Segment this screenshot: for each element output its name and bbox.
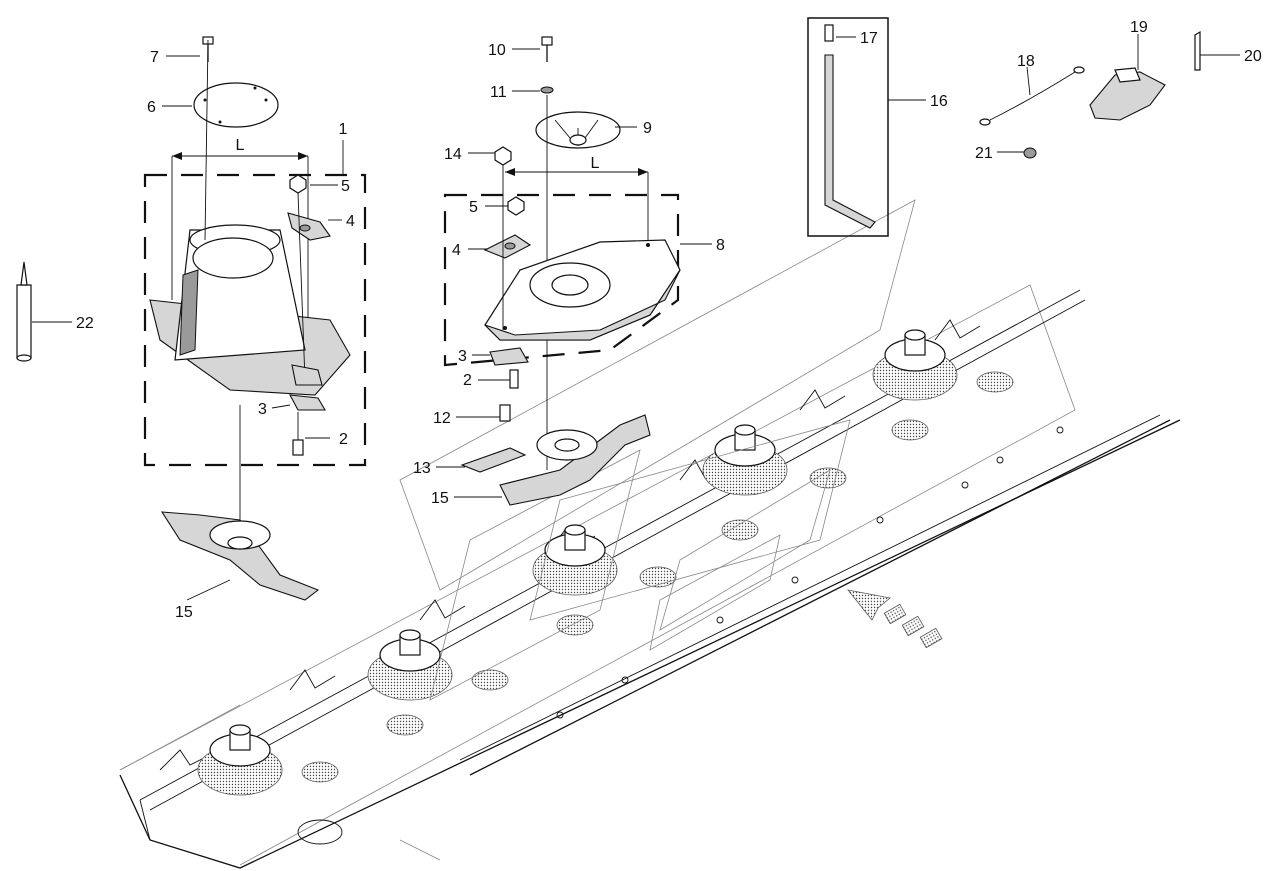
part-4-clip-left bbox=[287, 212, 331, 241]
disc-1 bbox=[872, 329, 958, 401]
part-10-bolt bbox=[541, 36, 553, 62]
part-13-blade bbox=[460, 447, 527, 473]
callout-20: 20 bbox=[1244, 48, 1262, 65]
cutter-bar bbox=[119, 284, 1181, 869]
callout-15-right: 15 bbox=[431, 490, 449, 507]
part-9-hub-cap bbox=[535, 111, 621, 149]
assembly-1-frame bbox=[143, 173, 367, 467]
part-2-bolt-left bbox=[292, 412, 304, 456]
callout-2-left: 2 bbox=[339, 431, 348, 448]
assembly-8-frame bbox=[443, 193, 680, 367]
callout-12: 12 bbox=[433, 410, 451, 427]
disc-2 bbox=[702, 424, 788, 496]
callout-1: 1 bbox=[339, 121, 348, 138]
part-12-bolt bbox=[499, 404, 511, 422]
part-2-bolt-right bbox=[509, 369, 519, 389]
callout-5-left: 5 bbox=[341, 178, 350, 195]
part-6-cover-plate bbox=[193, 82, 279, 128]
dimension-label-left: L bbox=[236, 137, 245, 154]
callout-3-left: 3 bbox=[258, 401, 267, 418]
part-15-blade-holder-right bbox=[499, 414, 651, 506]
callout-17: 17 bbox=[860, 30, 878, 47]
watermark-shapes bbox=[399, 199, 916, 701]
disc-3 bbox=[532, 524, 618, 596]
callout-22: 22 bbox=[76, 315, 94, 332]
callout-6: 6 bbox=[147, 99, 156, 116]
part-4-clip-right bbox=[483, 234, 532, 259]
disc-4 bbox=[367, 629, 453, 701]
callout-11: 11 bbox=[490, 84, 507, 101]
part-11-washer bbox=[540, 86, 554, 94]
cutter-discs bbox=[197, 329, 1014, 845]
part-18-cable bbox=[979, 66, 1085, 126]
part-5-nut-left bbox=[289, 174, 307, 381]
callout-5-right: 5 bbox=[469, 199, 478, 216]
callout-4-right: 4 bbox=[452, 242, 461, 259]
part-5-nut-right bbox=[507, 196, 525, 216]
part-19-bracket bbox=[1089, 67, 1166, 121]
part-21-clip bbox=[1023, 147, 1037, 159]
part-22-grease-cartridge bbox=[16, 261, 32, 362]
part-14-nut bbox=[494, 146, 512, 330]
callout-7: 7 bbox=[150, 49, 159, 66]
dimension-L-right: L bbox=[505, 155, 649, 245]
callout-4-left: 4 bbox=[346, 213, 355, 230]
part-15-blade-holder-left bbox=[160, 511, 320, 601]
callout-3-right: 3 bbox=[458, 348, 467, 365]
part-3-plate-right bbox=[489, 347, 529, 366]
callout-19: 19 bbox=[1130, 19, 1148, 36]
direction-arrow-icon bbox=[847, 589, 943, 649]
callout-labels: 1 2 2 3 3 4 4 5 5 6 7 8 9 10 11 12 13 14… bbox=[76, 19, 1262, 621]
part-17-rubber bbox=[824, 24, 834, 42]
part-16-skid-bar bbox=[824, 54, 876, 229]
callout-8: 8 bbox=[716, 237, 725, 254]
part-20-pin bbox=[1194, 30, 1201, 71]
part-3-plate-left bbox=[289, 364, 326, 411]
callout-15-left: 15 bbox=[175, 604, 193, 621]
callout-2-right: 2 bbox=[463, 372, 472, 389]
part-16-17-frame bbox=[807, 17, 889, 237]
part-8-disc bbox=[484, 239, 681, 341]
disc-5 bbox=[197, 724, 283, 796]
callout-9: 9 bbox=[643, 120, 652, 137]
callout-18: 18 bbox=[1017, 53, 1035, 70]
callout-14: 14 bbox=[444, 146, 462, 163]
leader-lines bbox=[32, 34, 1240, 601]
dimension-label-right: L bbox=[591, 155, 600, 172]
callout-10: 10 bbox=[488, 42, 506, 59]
callout-16: 16 bbox=[930, 93, 948, 110]
callout-21: 21 bbox=[975, 145, 993, 162]
callout-13: 13 bbox=[413, 460, 431, 477]
